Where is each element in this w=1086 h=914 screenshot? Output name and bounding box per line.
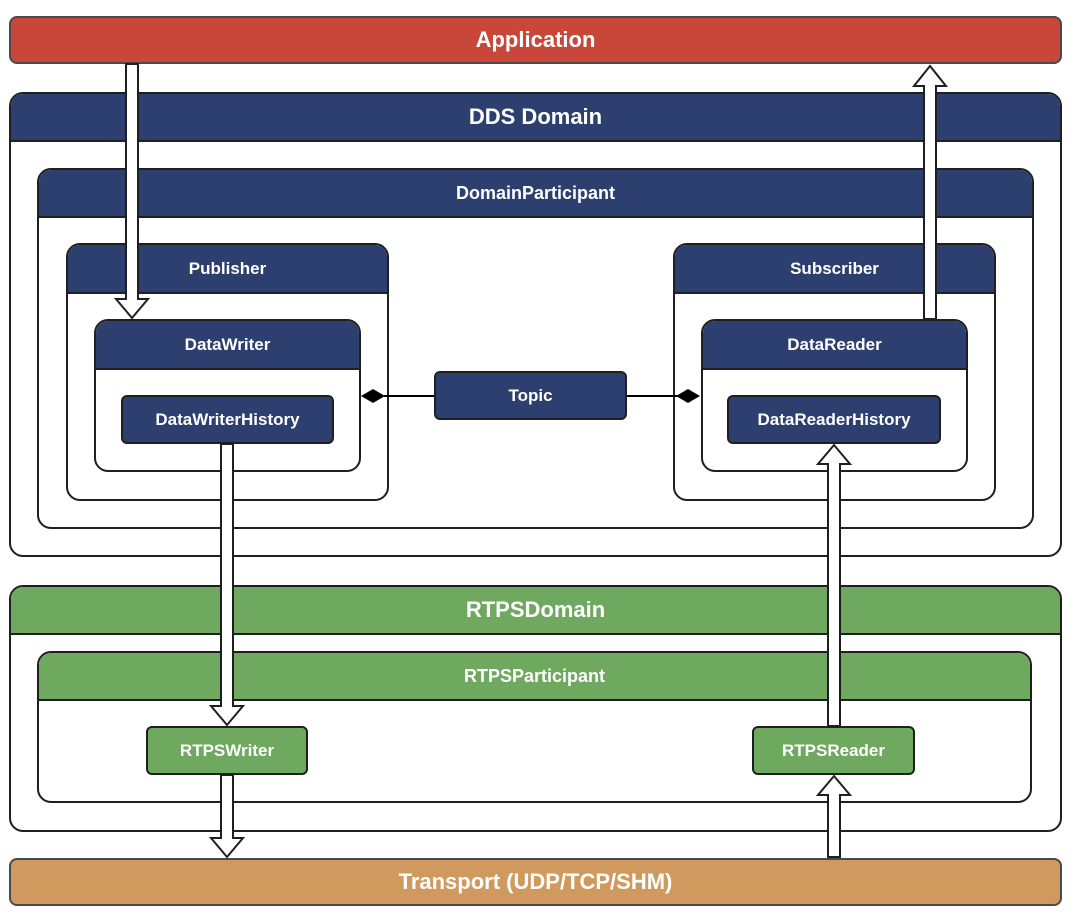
publisher-header: Publisher xyxy=(68,245,387,294)
transport-layer: Transport (UDP/TCP/SHM) xyxy=(9,858,1062,906)
topic-label: Topic xyxy=(508,385,553,405)
rtps-domain-label: RTPSDomain xyxy=(465,597,606,622)
data-reader-history-label: DataReaderHistory xyxy=(757,409,911,429)
rtps-reader-label: RTPSReader xyxy=(782,740,885,760)
dds-domain-label: DDS Domain xyxy=(468,104,603,129)
dds-domain-header: DDS Domain xyxy=(11,94,1060,142)
data-writer-header: DataWriter xyxy=(96,321,359,370)
rtps-participant-header: RTPSParticipant xyxy=(39,653,1030,701)
data-writer-label: DataWriter xyxy=(184,334,271,354)
data-writer-history: DataWriterHistory xyxy=(121,395,334,444)
data-reader-header: DataReader xyxy=(703,321,966,370)
application-layer: Application xyxy=(9,16,1062,64)
rtps-reader: RTPSReader xyxy=(752,726,915,775)
rtps-writer-label: RTPSWriter xyxy=(179,740,275,760)
domain-participant-label: DomainParticipant xyxy=(455,182,616,203)
rtps-domain-header: RTPSDomain xyxy=(11,587,1060,635)
data-writer-history-label: DataWriterHistory xyxy=(155,409,300,429)
data-reader-label: DataReader xyxy=(787,334,882,354)
rtps-writer: RTPSWriter xyxy=(146,726,308,775)
publisher-label: Publisher xyxy=(188,258,267,278)
topic: Topic xyxy=(434,371,627,420)
subscriber-header: Subscriber xyxy=(675,245,994,294)
transport-label: Transport (UDP/TCP/SHM) xyxy=(398,869,673,894)
data-reader-history: DataReaderHistory xyxy=(727,395,941,444)
rtps-participant-label: RTPSParticipant xyxy=(463,665,606,686)
domain-participant-header: DomainParticipant xyxy=(39,170,1032,218)
application-label: Application xyxy=(475,27,596,52)
subscriber-label: Subscriber xyxy=(790,258,879,278)
